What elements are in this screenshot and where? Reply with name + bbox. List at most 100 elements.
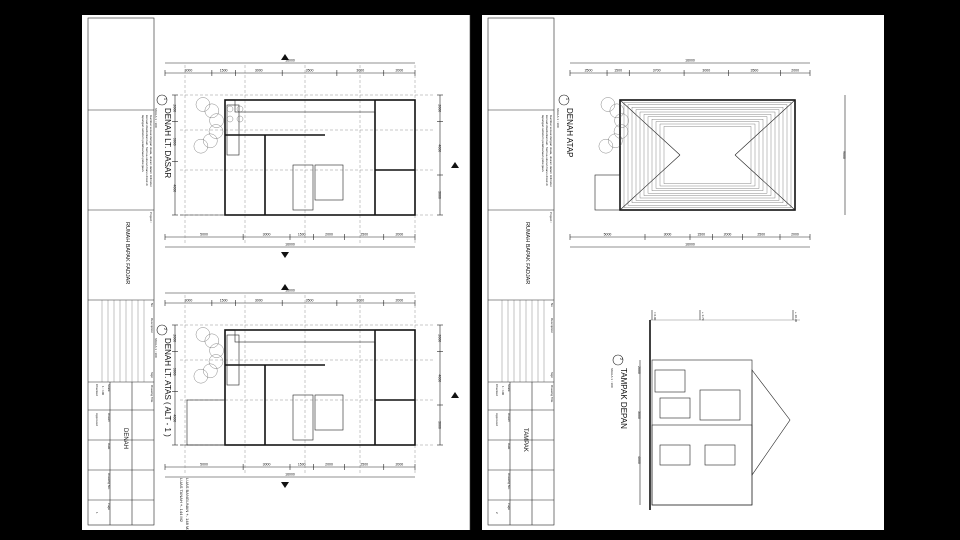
rev-desc-header: Description [150, 318, 154, 333]
rev-sign-header: Sign [550, 372, 554, 378]
tree-symbol-icon [614, 113, 629, 128]
dimension-value: 5000 [200, 463, 208, 467]
dimension-value: 2500 [360, 463, 368, 467]
section-marker-icon [281, 54, 289, 60]
rev-no-header: No [150, 303, 154, 307]
dimension-value: 2000 [173, 104, 177, 112]
dimension-value: 2000 [791, 69, 799, 73]
tree-symbol-icon [598, 139, 614, 154]
rev-desc-header: Description [550, 318, 554, 333]
balcony-hatch [226, 334, 240, 386]
tree-symbol-icon [193, 139, 209, 154]
roof-outline [619, 99, 796, 211]
tree-symbol-icon [203, 133, 218, 148]
hip-line [734, 99, 796, 156]
drawing-title: DENAH ATAP [565, 108, 574, 158]
dimension-value: 5000 [604, 233, 612, 237]
dimension-value: 3500 [751, 69, 759, 73]
project-label: Project : [549, 212, 553, 223]
drawing-no-label: Drawing No. [107, 473, 111, 490]
bathroom-tile [292, 164, 314, 211]
window [699, 389, 741, 421]
pergola [234, 99, 376, 113]
dimension-total: 16000 [285, 289, 295, 293]
roof-vent [654, 369, 686, 393]
tree-symbol-icon [204, 333, 220, 349]
dimension-value: 2000 [438, 334, 442, 342]
drawing-title-label: Drawing Title [550, 385, 554, 403]
drawing-title: TAMPAK [522, 428, 528, 452]
section-marker-icon [281, 284, 289, 290]
approved-label: Approved [495, 413, 499, 426]
chair-icon [226, 115, 234, 123]
level-label: ± 0.00 [653, 312, 657, 321]
dimension-value: 3000 [637, 411, 641, 419]
tree-symbol-icon [613, 124, 629, 139]
dimension-value: 3000 [185, 69, 193, 73]
rev-sign-header: Sign [150, 372, 154, 378]
drawing-number: 1 [163, 98, 168, 101]
roof-tile-line [635, 109, 780, 201]
roof-tile-line [623, 102, 792, 208]
dimension-value: 3000 [173, 138, 177, 146]
dimension-value: 1500 [298, 463, 306, 467]
chair-icon [236, 115, 244, 123]
date-label: Date [107, 443, 111, 450]
roof-tile-line [643, 114, 772, 196]
dimension-value: 3500 [306, 299, 314, 303]
drawing-title: TAMPAK DEPAN [619, 368, 628, 429]
notes-text: Gambar sesuai dengan skala, ukuran dalam… [541, 115, 553, 188]
chair-icon [226, 105, 234, 113]
notes-text: Gambar sesuai dengan skala, ukuran dalam… [141, 115, 153, 188]
tree-symbol-icon [209, 113, 224, 128]
page-number: 1 [95, 512, 99, 514]
tree-symbol-icon [195, 97, 211, 112]
dimension-value: 1500 [298, 233, 306, 237]
scale-value: 1 : 100 [501, 386, 505, 396]
roof-tile-line [631, 107, 784, 203]
approved-label: Approved [95, 413, 99, 426]
dimension-value: 2000 [637, 366, 641, 374]
terrace-tile [226, 104, 240, 156]
notes-line: kecuali disebutkan lain. Semua ukuran ha… [545, 115, 549, 187]
dimension-value: 3000 [263, 233, 271, 237]
dimension-value: 1500 [220, 69, 228, 73]
dimension-value: 3000 [255, 299, 263, 303]
roof-tile-line [639, 111, 776, 199]
roof-tile-line [663, 126, 752, 184]
dimension-total: 16000 [285, 473, 295, 477]
dimension-value: 2000 [395, 233, 403, 237]
dimension-value: 3000 [702, 69, 710, 73]
sheet-tampak: Gambar sesuai dengan skala, ukuran dalam… [482, 15, 884, 530]
dimension-value: 4000 [173, 414, 177, 422]
dimension-total: 16000 [285, 59, 295, 63]
dimension-total: 16000 [685, 243, 695, 247]
drawing-title: DENAH LT. DASAR [163, 108, 172, 178]
project-name: RUMAH BAPAK FADJAR [524, 222, 530, 284]
dimension-value: 2000 [325, 233, 333, 237]
dimension-value: 3000 [185, 299, 193, 303]
page-label: Page [107, 503, 111, 510]
dimension-value: 3700 [653, 69, 661, 73]
tree-symbol-icon [204, 103, 220, 119]
title-block-frame [487, 17, 555, 526]
dimension-total: 9000 [842, 151, 846, 159]
drawn-label: Drawn [507, 413, 511, 422]
dimension-value: 3000 [438, 421, 442, 429]
roof-tile-line [655, 121, 760, 189]
drawing-number: 2 [163, 328, 168, 331]
rev-no-header: No [550, 303, 554, 307]
dimension-value: 3000 [664, 233, 672, 237]
drawing-scale: SKALA 1 : 100 [556, 108, 560, 128]
window [659, 444, 691, 466]
section-marker-icon [451, 162, 459, 168]
roof-tile-line [651, 119, 764, 191]
pergola [234, 329, 376, 343]
dimension-value: 3000 [263, 463, 271, 467]
dimension-value: 3000 [356, 299, 364, 303]
stair [314, 164, 344, 201]
land-area-note: LUAS TANAH +- 144 M2 [179, 478, 184, 523]
roof-gable [751, 369, 791, 476]
